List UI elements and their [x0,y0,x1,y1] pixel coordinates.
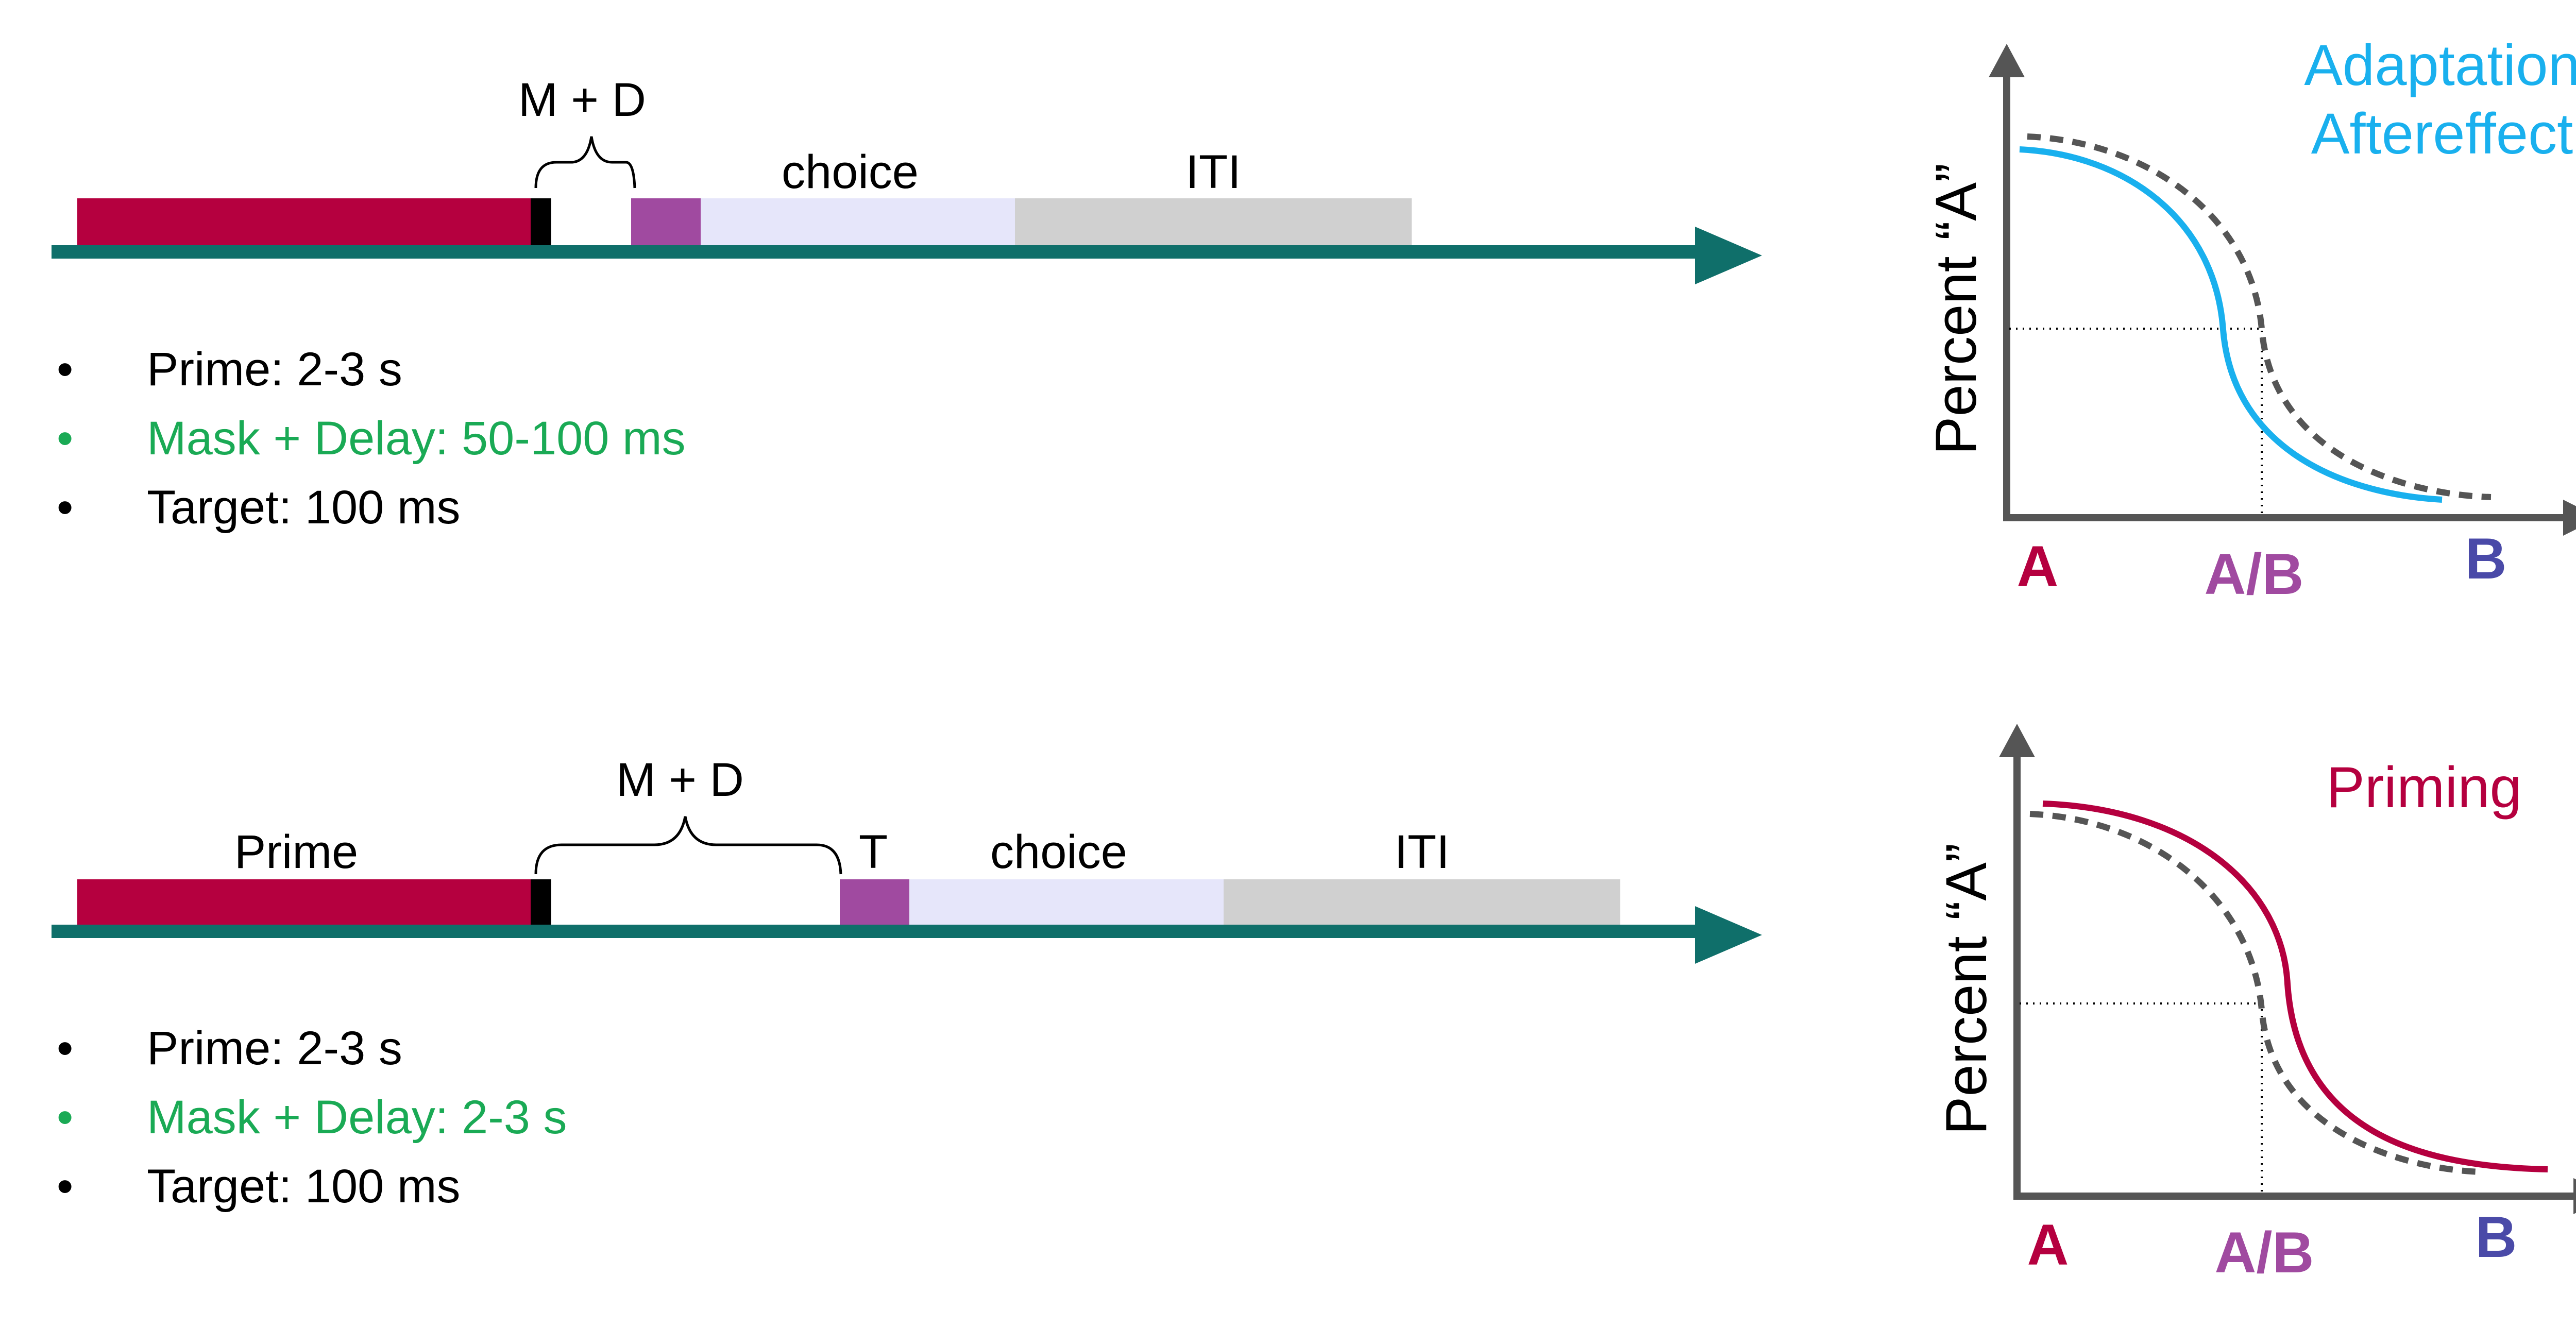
target-label: T [859,826,888,878]
x-axis-arrowhead [2563,500,2576,536]
target-bar [631,198,701,248]
bullet-text: Prime: 2-3 s [147,343,402,396]
md-brace [534,816,842,875]
bullet-item: • Prime: 2-3 s [57,1014,567,1083]
guide-line [2009,328,2263,515]
choice-bar [701,198,1015,248]
choice-label: choice [990,826,1127,878]
y-axis-arrowhead [1989,44,2025,77]
y-axis-arrowhead [1999,724,2035,757]
iti-label: ITI [1394,826,1449,878]
x-label-a: A [2027,1213,2069,1277]
x-label-b: B [2476,1205,2517,1269]
adaptation-curve [2019,146,2443,503]
md-label: M + D [616,754,744,806]
bullet-text: Mask + Delay: 2-3 s [147,1091,567,1144]
x-label-b: B [2465,526,2507,591]
bullet-item: • Target: 100 ms [57,473,686,542]
bullet-item: • Mask + Delay: 2-3 s [57,1083,567,1152]
y-axis-label: Percent “A” [1924,163,1988,455]
bullet-dot: • [57,1160,74,1213]
baseline-curve [2029,811,2481,1175]
graph-title-line2: Aftereffect [2311,101,2573,166]
bullet-item: • Prime: 2-3 s [57,335,686,404]
bullet-text: Mask + Delay: 50-100 ms [147,412,686,465]
x-axis-arrowhead [2573,1178,2576,1214]
mask-bar [531,879,551,929]
adaptation-graph: Adaptation Aftereffect Percent “A” A A/B… [1924,33,2576,606]
iti-bar [1224,879,1620,929]
graph-title: Priming [2326,755,2522,820]
prime-bar [77,879,531,929]
bullet-item: • Target: 100 ms [57,1152,567,1221]
bullet-dot: • [57,1091,74,1144]
x-label-a: A [2017,534,2059,599]
iti-label: ITI [1185,146,1241,198]
time-axis-arrowhead [1695,906,1762,964]
prime-label: Prime [234,826,358,878]
bottom-bullet-list: • Prime: 2-3 s • Mask + Delay: 2-3 s • T… [57,1014,567,1221]
bullet-text: Prime: 2-3 s [147,1022,402,1075]
bottom-timeline: M + D Prime T choice ITI [52,754,1762,964]
bullet-dot: • [57,1022,74,1075]
time-axis [52,925,1710,938]
choice-bar [909,879,1224,929]
md-brace [534,136,636,189]
guide-line [2020,1002,2263,1194]
mask-bar [531,198,551,248]
bullet-item: • Mask + Delay: 50-100 ms [57,404,686,473]
top-bullet-list: • Prime: 2-3 s • Mask + Delay: 50-100 ms… [57,335,686,542]
bullet-dot: • [57,412,74,465]
bullet-text: Target: 100 ms [147,1160,461,1213]
x-label-ab: A/B [2205,542,2304,606]
graph-title-line1: Adaptation [2304,33,2576,97]
bullet-dot: • [57,343,74,396]
md-label: M + D [518,74,646,126]
bullet-dot: • [57,481,74,534]
choice-label: choice [782,146,919,198]
iti-bar [1015,198,1412,248]
baseline-curve [2027,133,2492,500]
priming-curve [2042,801,2548,1172]
priming-graph: Priming Percent “A” A A/B B [1934,724,2576,1285]
prime-bar [77,198,531,248]
target-bar [840,879,909,929]
time-axis [52,245,1710,259]
top-timeline: M + D choice ITI [52,74,1762,284]
x-label-ab: A/B [2215,1220,2314,1285]
time-axis-arrowhead [1695,227,1762,284]
bullet-text: Target: 100 ms [147,481,461,534]
y-axis-label: Percent “A” [1934,843,1998,1135]
